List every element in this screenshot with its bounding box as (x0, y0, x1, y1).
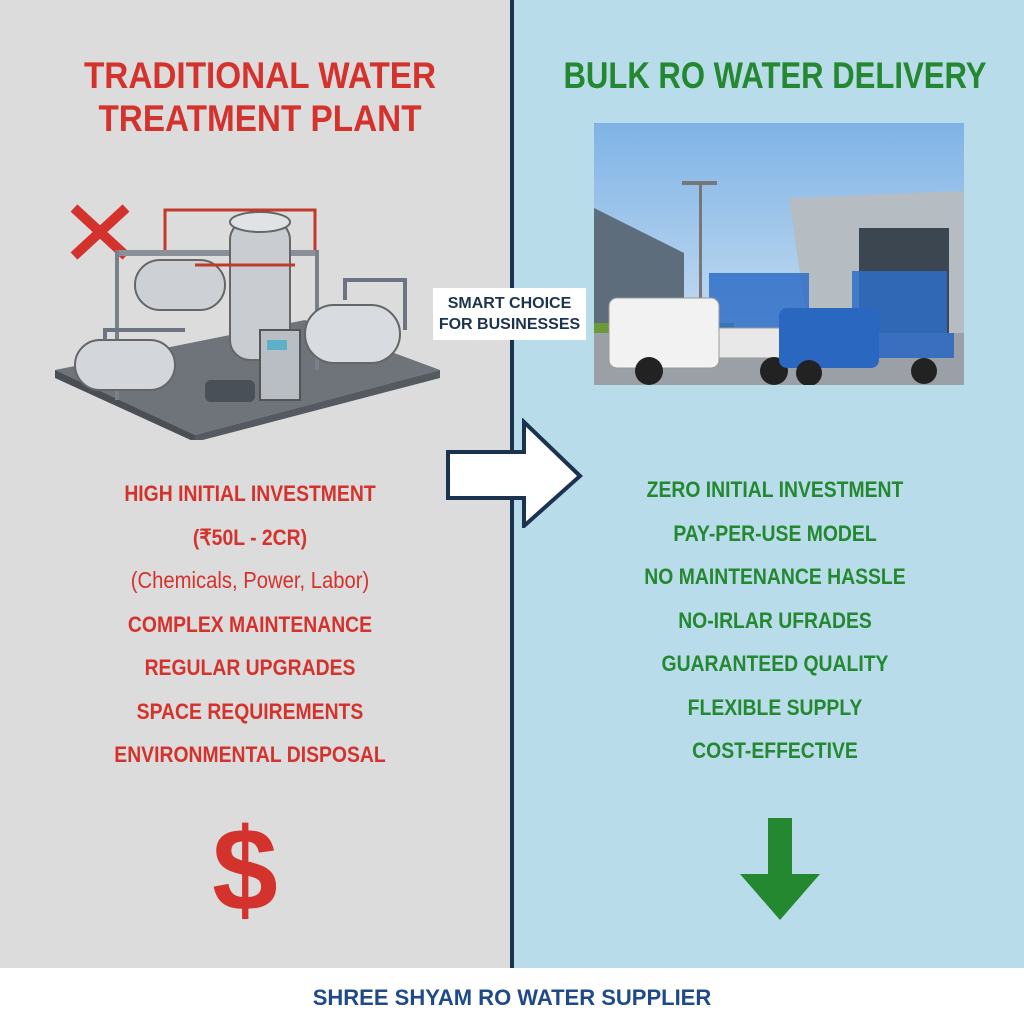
traditional-drawbacks-list: HIGH INITIAL INVESTMENT (₹50L - 2CR) (Ch… (83, 472, 417, 777)
arrow-down-icon (740, 818, 820, 920)
traditional-panel (0, 0, 512, 968)
traditional-title: TRADITIONAL WATER TREATMENT PLANT (44, 54, 476, 140)
title-line: TREATMENT PLANT (98, 98, 422, 139)
title-line: TRADITIONAL WATER (83, 55, 437, 96)
ro-benefits-list: ZERO INITIAL INVESTMENT PAY-PER-USE MODE… (612, 468, 938, 773)
list-item: SPACE REQUIREMENTS (136, 698, 364, 724)
list-item: GUARANTEED QUALITY (661, 651, 889, 676)
smart-choice-badge: SMART CHOICE FOR BUSINESSES (433, 288, 586, 340)
delivery-trucks-photo (594, 123, 964, 385)
list-item: ENVIRONMENTAL DISPOSAL (114, 742, 386, 767)
list-item: REGULAR UPGRADES (144, 655, 356, 680)
list-item: FLEXIBLE SUPPLY (687, 694, 863, 720)
list-item: (Chemicals, Power, Labor) (130, 567, 370, 593)
list-item: COMPLEX MAINTENANCE (127, 611, 373, 637)
list-item: PAY-PER-USE MODEL (673, 520, 877, 546)
ro-title: BULK RO WATER DELIVERY (563, 55, 987, 96)
cross-icon (70, 204, 130, 260)
footer-company-name: SHREE SHYAM RO WATER SUPPLIER (0, 968, 1024, 1024)
list-item: ZERO INITIAL INVESTMENT (646, 477, 904, 502)
list-item: NO-IRLAR UFRADES (678, 607, 872, 633)
list-item: COST-EFFECTIVE (692, 738, 858, 763)
list-item: (₹50L - 2CR) (192, 524, 308, 550)
list-item: NO MAINTENANCE HASSLE (644, 564, 906, 589)
list-item: HIGH INITIAL INVESTMENT (124, 481, 376, 506)
treatment-plant-illustration (55, 208, 440, 440)
arrow-right-icon (446, 418, 583, 528)
dollar-icon: $ (212, 804, 278, 936)
badge-line: FOR BUSINESSES (438, 316, 581, 333)
badge-line: SMART CHOICE (447, 295, 572, 312)
